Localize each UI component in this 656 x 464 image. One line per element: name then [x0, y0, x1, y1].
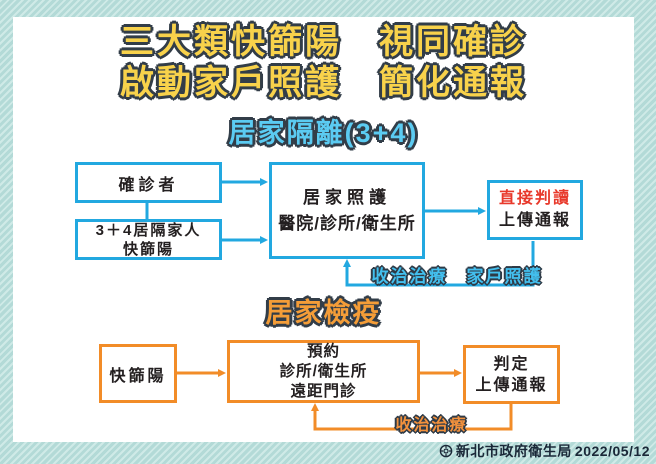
box-judge-report-line2: 上傳通報	[475, 376, 548, 394]
footer-credit: 新北市政府衛生局 2022/05/12	[439, 441, 650, 461]
box-appointment-line2: 診所/衛生所	[279, 362, 368, 380]
feedback-label-treat: 收治治療	[395, 417, 468, 434]
box-judge-report: 判定 上傳通報	[463, 345, 560, 404]
box-family-line2: 快篩陽	[122, 240, 174, 258]
box-confirmed-case: 確診者	[75, 162, 222, 203]
city-seal-icon	[439, 444, 453, 458]
box-rapid-positive: 快篩陽	[99, 344, 177, 403]
poster-title-line2: 啟動家戶照護 簡化通報	[120, 64, 527, 102]
box-judge-report-line1: 判定	[493, 355, 530, 373]
poster-title-line1: 三大類快篩陽 視同確診	[120, 23, 527, 61]
box-appointment-line1: 預約	[306, 342, 340, 360]
box-confirmed-case-label: 確診者	[118, 176, 179, 194]
box-family-line1: 3＋4居隔家人	[95, 221, 202, 239]
section-heading-home-quarantine: 居家檢疫	[265, 298, 382, 328]
box-appointment-clinic: 預約 診所/衛生所 遠距門診	[227, 340, 420, 403]
box-rapid-positive-label: 快篩陽	[109, 367, 167, 385]
footer-date: 2022/05/12	[574, 443, 650, 459]
box-family-rapid-positive: 3＋4居隔家人 快篩陽	[75, 219, 222, 260]
box-direct-judgement-line2: 上傳通報	[498, 212, 571, 229]
section-heading-home-isolation: 居家隔離(3+4)	[228, 118, 419, 148]
box-direct-judgement: 直接判讀 上傳通報	[487, 180, 583, 240]
box-home-care: 居家照護 醫院/診所/衛生所	[269, 162, 425, 259]
box-home-care-line1: 居家照護	[303, 187, 391, 207]
footer-org: 新北市政府衛生局	[455, 443, 572, 459]
feedback-label-treat-household-care: 收治治療 家戶照護	[371, 267, 543, 286]
box-home-care-line2: 醫院/診所/衛生所	[278, 213, 416, 233]
box-appointment-line3: 遠距門診	[290, 382, 357, 400]
box-direct-judgement-line1: 直接判讀	[498, 190, 571, 207]
